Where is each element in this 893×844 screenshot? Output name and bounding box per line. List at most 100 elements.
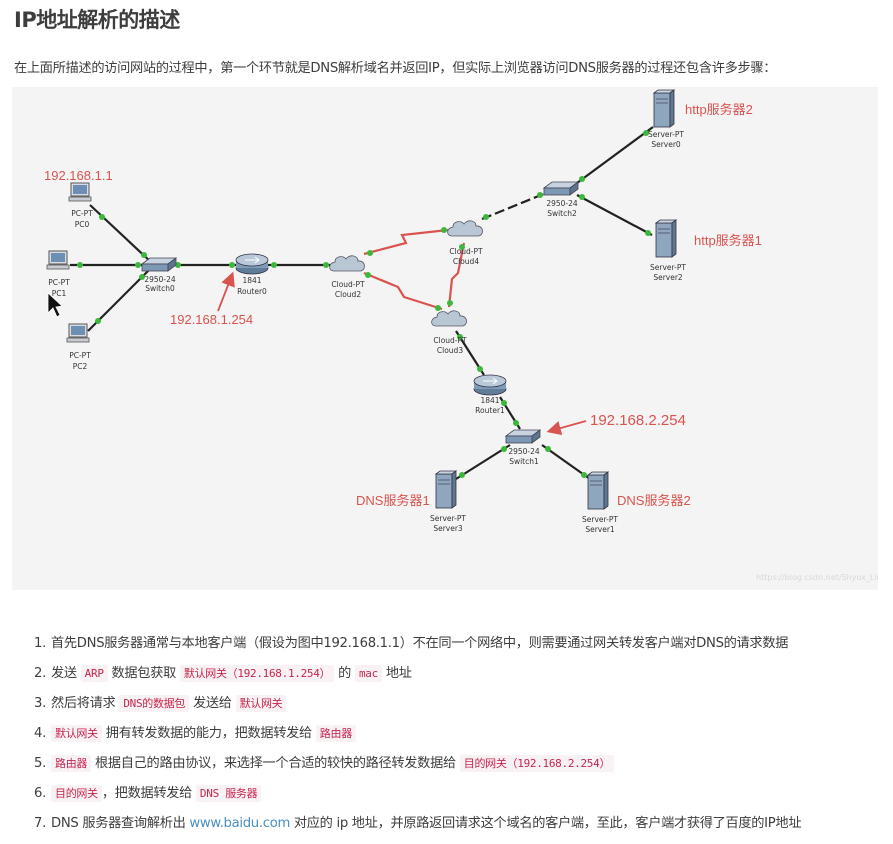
step-number: 3.	[34, 696, 46, 711]
network-diagram: PC-PT PC0 PC-PT PC1 PC-PT PC2 2950-24 Sw…	[12, 87, 878, 590]
step-text: 根据自己的路由协议，来选择一个合适的较快的路径转发数据给	[91, 756, 460, 771]
step-text: 数据包获取	[107, 666, 180, 681]
pc2-name-label: PC2	[73, 362, 88, 371]
router1-type-label: 1841	[480, 396, 499, 405]
annotation-gateway2-ip: 192.168.2.254	[590, 412, 686, 429]
inline-code: DNS的数据包	[119, 695, 190, 712]
cloud4-type-label: Cloud-PT	[449, 247, 483, 256]
inline-code: ARP	[80, 665, 108, 682]
step-text: 对应的 ip 地址，并原路返回请求这个域名的客户端，至此，客户端才获得了百度的I…	[290, 816, 802, 831]
inline-code: 默认网关	[51, 725, 102, 742]
step-item: 1. 首先DNS服务器通常与本地客户端（假设为图中192.168.1.1）不在同一…	[16, 634, 886, 664]
annotation-arrow-gateway2	[546, 420, 587, 436]
baidu-link[interactable]: www.baidu.com	[189, 816, 291, 831]
step-text: DNS 服务器查询解析出	[51, 816, 190, 831]
server3-name-label: Server3	[433, 524, 463, 533]
step-number: 5.	[34, 756, 46, 771]
switch0-name-label: Switch0	[145, 284, 175, 293]
watermark: https://blog.csdn.net/Shyox_Liu	[756, 573, 878, 582]
cloud2-name-label: Cloud2	[335, 290, 361, 299]
mouse-cursor-icon	[47, 292, 63, 318]
annotation-gateway-ip: 192.168.1.254	[170, 312, 253, 327]
inline-code: 路由器	[315, 725, 356, 742]
inline-code: 目的网关	[51, 785, 102, 802]
switch0-device: 2950-24 Switch0	[141, 257, 177, 293]
link-cloud2-cloud3	[363, 271, 443, 311]
step-text: 首先DNS服务器通常与本地客户端（假设为图中192.168.1.1）不在同一个网…	[51, 636, 789, 651]
step-text: 发送给	[189, 696, 236, 711]
switch1-name-label: Switch1	[509, 457, 539, 466]
server0-type-label: Server-PT	[648, 130, 684, 139]
inline-code: DNS 服务器	[195, 785, 262, 802]
server1-device: Server-PT Server1	[582, 471, 618, 534]
pc1-name-label: PC1	[52, 289, 67, 298]
link-switch1-server3	[455, 444, 511, 480]
pc2-device: PC-PT PC2	[66, 323, 91, 371]
switch2-type-label: 2950-24	[546, 199, 578, 208]
step-text: ，把数据转发给	[101, 786, 196, 801]
step-number: 7.	[34, 816, 46, 831]
cloud2-type-label: Cloud-PT	[331, 280, 365, 289]
step-text: 的	[334, 666, 355, 681]
switch2-name-label: Switch2	[547, 209, 577, 218]
cloud4-device: Cloud-PT Cloud4	[447, 220, 483, 266]
annotation-arrow-gateway	[217, 271, 235, 312]
server0-device: Server-PT Server0	[648, 89, 684, 149]
pc1-type-label: PC-PT	[48, 278, 70, 287]
step-item: 2. 发送 ARP 数据包获取 默认网关（192.168.1.254） 的 mac…	[16, 664, 886, 694]
step-item: 3.然后将请求 DNS的数据包 发送给 默认网关	[16, 694, 886, 724]
cloud4-name-label: Cloud4	[453, 257, 479, 266]
switch0-type-label: 2950-24	[144, 275, 176, 284]
link-switch2-server2	[576, 194, 653, 236]
step-text: 发送	[51, 666, 81, 681]
cloud2-device: Cloud-PT Cloud2	[329, 255, 365, 299]
switch1-device: 2950-24 Switch1	[505, 429, 541, 466]
cloud3-type-label: Cloud-PT	[433, 336, 467, 345]
inline-code: mac	[354, 665, 382, 682]
step-number: 2.	[34, 666, 46, 681]
step-text: 拥有转发数据的能力，把数据转发给	[101, 726, 316, 741]
server3-type-label: Server-PT	[430, 514, 466, 523]
step-number: 4.	[34, 726, 46, 741]
router0-device: 1841 Router0	[235, 253, 269, 296]
pc0-device: PC-PT PC0	[68, 182, 93, 229]
router0-type-label: 1841	[242, 276, 261, 285]
router1-device: 1841 Router1	[473, 374, 507, 415]
annotation-http2: http服务器2	[685, 102, 753, 117]
step-text: 然后将请求	[51, 696, 120, 711]
port-dots	[77, 130, 651, 478]
inline-code: 路由器	[51, 755, 92, 772]
server2-name-label: Server2	[653, 273, 683, 282]
switch2-device: 2950-24 Switch2	[543, 181, 579, 218]
inline-code: 默认网关（192.168.1.254）	[179, 665, 335, 682]
step-number: 1.	[34, 636, 46, 651]
server1-type-label: Server-PT	[582, 515, 618, 524]
annotation-pc0-ip: 192.168.1.1	[44, 168, 113, 183]
intro-paragraph: 在上面所描述的访问网站的过程中，第一个环节就是DNS解析域名并返回IP，但实际上…	[14, 61, 777, 77]
link-cloud4-switch2	[481, 191, 547, 221]
router1-name-label: Router1	[475, 406, 505, 415]
cloud3-name-label: Cloud3	[437, 346, 463, 355]
link-switch2-server0	[576, 126, 654, 184]
inline-code: 目的网关（192.168.2.254）	[459, 755, 615, 772]
server2-device: Server-PT Server2	[650, 219, 686, 282]
switch1-type-label: 2950-24	[508, 447, 540, 456]
annotation-dns2: DNS服务器2	[617, 493, 691, 508]
pc0-name-label: PC0	[75, 220, 90, 229]
step-item: 4. 默认网关 拥有转发数据的能力，把数据转发给 路由器	[16, 724, 886, 754]
cloud3-device: Cloud-PT Cloud3	[431, 310, 467, 355]
server0-name-label: Server0	[651, 140, 681, 149]
link-cloud4-cloud3	[447, 242, 466, 308]
server3-device: Server-PT Server3	[430, 470, 466, 533]
server1-name-label: Server1	[585, 525, 615, 534]
pc2-type-label: PC-PT	[69, 351, 91, 360]
step-text: 地址	[381, 666, 412, 681]
link-cloud2-cloud4	[363, 228, 449, 256]
page-title: IP地址解析的描述	[14, 8, 180, 32]
step-number: 6.	[34, 786, 46, 801]
pc1-device: PC-PT PC1	[46, 250, 70, 318]
step-item: 7. DNS 服务器查询解析出 www.baidu.com 对应的 ip 地址，并…	[16, 814, 886, 844]
annotation-dns1: DNS服务器1	[356, 493, 430, 508]
server2-type-label: Server-PT	[650, 263, 686, 272]
steps-list: 1. 首先DNS服务器通常与本地客户端（假设为图中192.168.1.1）不在同一…	[16, 634, 886, 844]
